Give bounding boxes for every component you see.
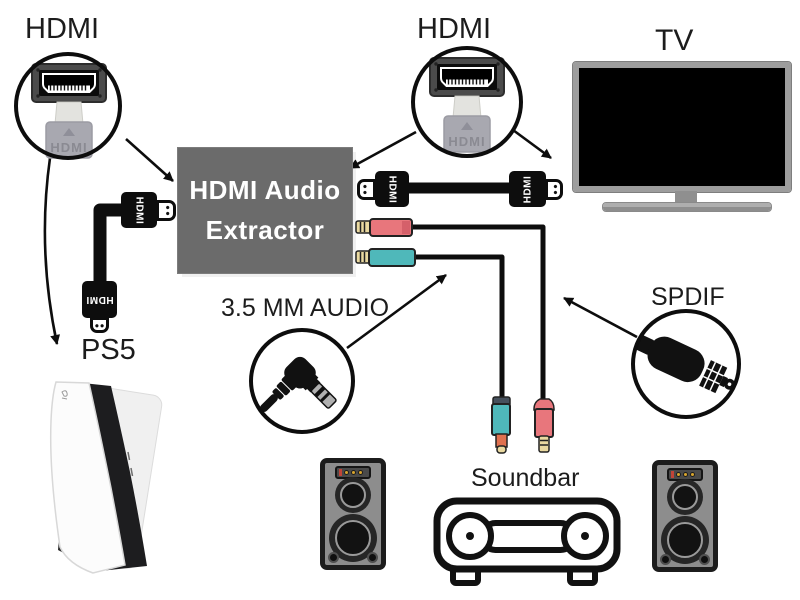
callout-circle-hdmi-output: [411, 46, 523, 158]
speaker-indicator-dot: [690, 472, 695, 477]
audio-plug-pink-vertical: [533, 398, 555, 453]
arrow-hdmi-to-ps5: [43, 157, 61, 345]
hdmi-audio-extractor-box: HDMI Audio Extractor: [178, 148, 352, 273]
extractor-title-line1: HDMI Audio: [189, 175, 341, 205]
arrow-hdmi-to-extractor-output: [349, 130, 417, 170]
audio-plugs: [355, 218, 555, 454]
label-soundbar: Soundbar: [471, 464, 580, 492]
speaker-indicator-bar: [339, 469, 342, 476]
arrow-hdmi-to-tv: [512, 128, 552, 160]
hdmi-connector-tip: [357, 179, 376, 200]
label-audio-jack: 3.5 MM AUDIO: [221, 294, 390, 322]
label-tv: TV: [655, 24, 694, 57]
ps-logo: [61, 390, 68, 400]
audio-plug-teal-vertical: [491, 396, 511, 454]
hdmi-connector-tip: [545, 179, 563, 200]
hdmi-connector-ps5-end: HDMI: [82, 281, 117, 318]
speaker-bolt: [367, 552, 378, 563]
cables: [93, 182, 546, 402]
ps5-console-icon: [49, 381, 163, 574]
label-spdif: SPDIF: [651, 283, 725, 311]
arrow-audio-jack-to-cable: [346, 273, 447, 350]
speaker-bolt: [699, 554, 710, 565]
speaker-indicator-dot: [344, 470, 349, 475]
speaker-indicator-dot: [683, 472, 688, 477]
speaker-woofer: [329, 514, 377, 562]
audio-plug-teal-horizontal: [355, 248, 416, 267]
arrow-spdif-to-cable: [563, 296, 638, 339]
extractor-title-line2: Extractor: [205, 215, 325, 245]
hdmi-connector-extractor-output: HDMI: [375, 171, 409, 207]
hdmi-connector-tip: [90, 317, 109, 333]
speaker-bolt: [660, 554, 671, 565]
callout-circle-audio-jack: [249, 328, 355, 434]
audio-cable-pink: [410, 224, 546, 402]
hdmi-connector-label: HDMI: [133, 196, 145, 224]
speaker-bolt: [328, 552, 339, 563]
tv-stand-base: [602, 202, 772, 212]
label-hdmi-output: HDMI: [417, 13, 492, 45]
speaker-right-icon: [652, 460, 718, 572]
audio-cable-teal: [413, 254, 505, 400]
arrow-hdmi-to-extractor: [125, 138, 174, 182]
speaker-tweeter: [335, 477, 371, 513]
speaker-left-icon: [320, 458, 386, 570]
label-ps5: PS5: [81, 334, 136, 366]
arrows: [43, 128, 638, 350]
callout-circle-spdif: [631, 309, 741, 419]
hdmi-connector-tv-end: HDMI: [509, 171, 546, 207]
speaker-indicator-bar: [671, 471, 674, 478]
speaker-indicator-dot: [676, 472, 681, 477]
speaker-indicator-dot: [358, 470, 363, 475]
speaker-indicator-dot: [351, 470, 356, 475]
hdmi-connector-label: HDMI: [386, 175, 398, 203]
speaker-tweeter: [667, 479, 703, 515]
hdmi-connector-label: HDMI: [85, 294, 114, 305]
tv-stand-neck: [675, 191, 697, 204]
hdmi-connector-label: HDMI: [522, 175, 533, 203]
hdmi-cable-ps5: [93, 203, 122, 284]
hdmi-connector-extractor-input: HDMI: [121, 192, 157, 228]
label-hdmi-source: HDMI: [25, 13, 100, 45]
audio-plug-pink-horizontal: [355, 218, 413, 237]
tv-icon: [572, 61, 792, 193]
hdmi-connector-tip: [156, 200, 176, 221]
soundbar-icon: [433, 497, 621, 586]
callout-circle-hdmi-source: [14, 52, 122, 160]
